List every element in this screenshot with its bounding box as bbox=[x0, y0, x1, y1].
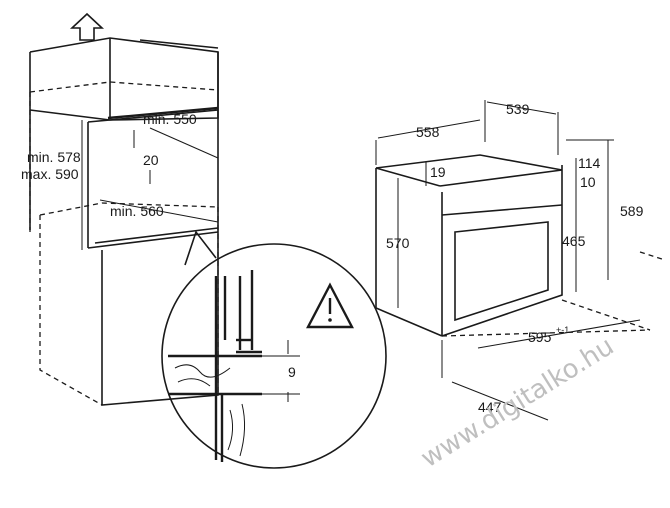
height-front-label: 570 bbox=[386, 235, 410, 251]
detail-gap-label: 9 bbox=[288, 364, 296, 380]
min-height-label: min. 578 bbox=[27, 149, 81, 165]
up-arrow-icon bbox=[69, 12, 105, 41]
tall-cabinet bbox=[29, 37, 219, 406]
width-label: 595 bbox=[528, 329, 552, 345]
width-tolerance-label: +-1 bbox=[556, 325, 569, 335]
min-width-label: min. 550 bbox=[143, 111, 197, 127]
gap-label: 20 bbox=[143, 152, 159, 168]
oven-diagram bbox=[375, 100, 666, 421]
height-door-label: 465 bbox=[562, 233, 586, 249]
warning-icon bbox=[306, 282, 354, 329]
top-offset-label: 19 bbox=[430, 164, 446, 180]
max-height-label: max. 590 bbox=[21, 166, 79, 182]
height-top-label: 114 bbox=[578, 155, 601, 171]
height-top-sub-label: 10 bbox=[580, 174, 596, 190]
watermark: www.digitalko.hu bbox=[416, 331, 620, 474]
height-total-label: 589 bbox=[620, 203, 644, 219]
depth-total-label: 558 bbox=[416, 124, 440, 140]
detail-circle bbox=[161, 230, 387, 469]
depth-body-label: 539 bbox=[506, 101, 530, 117]
depth-bottom-label: 447 bbox=[478, 399, 502, 415]
min-depth-label: min. 560 bbox=[110, 203, 164, 219]
